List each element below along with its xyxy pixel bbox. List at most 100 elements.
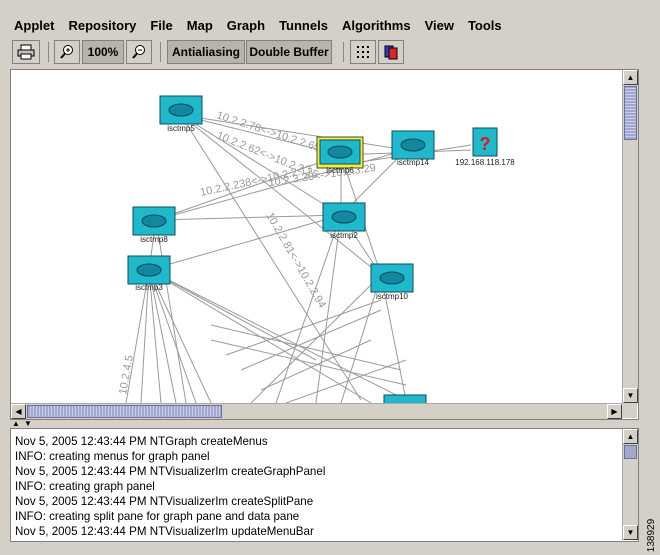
- menu-file[interactable]: File: [150, 17, 173, 33]
- svg-text:isctmp10: isctmp10: [376, 292, 409, 301]
- graph-edge[interactable]: [340, 274, 382, 403]
- zoom-in-button[interactable]: [54, 40, 80, 64]
- svg-text:isctmp6: isctmp6: [326, 166, 354, 175]
- graph-edge[interactable]: [180, 114, 342, 216]
- graph-edge[interactable]: [315, 214, 342, 403]
- menu-applet[interactable]: Applet: [14, 17, 55, 33]
- graph-edge[interactable]: [148, 269, 162, 403]
- log-line: INFO: creating menus for graph panel: [15, 450, 210, 463]
- zoom-out-icon: [132, 45, 145, 59]
- graph-edge[interactable]: [148, 214, 342, 271]
- graph-edge[interactable]: [148, 269, 407, 401]
- router-node-isctmp8[interactable]: isctmp8: [132, 206, 176, 244]
- menu-bar: Applet Repository File Map Graph Tunnels…: [0, 14, 640, 36]
- graph-edge[interactable]: [240, 309, 382, 371]
- edge-label: 10.2.4.5: [117, 354, 136, 395]
- svg-text:isctmp2: isctmp2: [330, 231, 358, 240]
- edge-label: 10.2.2.78<->10.2.2.65: [215, 109, 322, 154]
- router-node-isctmp14[interactable]: isctmp14: [391, 130, 435, 167]
- log-line: Nov 5, 2005 12:43:44 PM NTVisualizerIm c…: [15, 465, 326, 478]
- scroll-up-button[interactable]: ▲: [623, 70, 638, 85]
- log-pane[interactable]: Nov 5, 2005 12:43:44 PM NTGraph createMe…: [10, 428, 639, 542]
- scroll-down-button[interactable]: ▼: [623, 388, 638, 403]
- network-graph[interactable]: 10.2.2.78<->10.2.2.65 10.2.2.62<->10.2.2…: [11, 70, 622, 403]
- log-line: INFO: creating graph panel: [15, 480, 155, 493]
- antialiasing-toggle[interactable]: Antialiasing: [167, 40, 245, 64]
- graph-edge[interactable]: [155, 154, 342, 221]
- graph-vertical-scrollbar[interactable]: ▲ ▼: [622, 70, 638, 403]
- menu-tunnels[interactable]: Tunnels: [279, 17, 328, 33]
- scroll-thumb[interactable]: [624, 445, 637, 459]
- double-buffer-toggle[interactable]: Double Buffer: [246, 40, 332, 64]
- graph-edge[interactable]: [148, 269, 317, 361]
- zoom-level-button[interactable]: 100%: [82, 40, 124, 64]
- grid-button[interactable]: [350, 40, 376, 64]
- scroll-right-button[interactable]: ▶: [607, 404, 622, 419]
- router-disc-icon: [400, 138, 426, 152]
- router-node-isctmp3[interactable]: isctmp3: [127, 255, 171, 292]
- scroll-up-button[interactable]: ▲: [623, 429, 638, 444]
- graph-pane[interactable]: 10.2.2.78<->10.2.2.65 10.2.2.62<->10.2.2…: [10, 69, 639, 420]
- scroll-down-button[interactable]: ▼: [623, 525, 638, 540]
- question-mark-icon: ?: [480, 134, 491, 154]
- menu-graph[interactable]: Graph: [226, 17, 266, 33]
- graph-edge[interactable]: [148, 269, 197, 403]
- graph-edge[interactable]: [148, 269, 177, 403]
- zoom-in-icon: [60, 45, 73, 59]
- graph-edge[interactable]: [275, 214, 342, 403]
- router-node-isctmp2[interactable]: isctmp2: [322, 202, 366, 240]
- svg-text:192.168.118.178: 192.168.118.178: [455, 158, 515, 167]
- log-vertical-scrollbar[interactable]: ▲ ▼: [622, 429, 638, 540]
- collapse-up-icon[interactable]: ▲: [12, 419, 20, 428]
- graph-edge[interactable]: [180, 114, 342, 156]
- scroll-left-button[interactable]: ◀: [11, 404, 26, 419]
- router-disc-icon: [327, 145, 353, 159]
- graph-edge[interactable]: [125, 269, 150, 403]
- print-button[interactable]: [12, 40, 40, 64]
- graph-edge[interactable]: [148, 269, 212, 403]
- graph-edge[interactable]: [210, 324, 402, 371]
- scroll-thumb[interactable]: [27, 405, 222, 418]
- graph-edge[interactable]: [180, 114, 382, 276]
- unknown-device-node[interactable]: ? 192.168.118.178: [455, 127, 515, 167]
- log-text: Nov 5, 2005 12:43:44 PM NTGraph createMe…: [15, 434, 615, 539]
- toolbar-separator: [48, 42, 49, 62]
- svg-text:isctmp5: isctmp5: [167, 124, 195, 133]
- toolbar-separator: [160, 42, 161, 62]
- grid-dots-icon: [357, 46, 369, 58]
- graph-edge[interactable]: [180, 114, 407, 151]
- router-disc-icon: [136, 263, 162, 277]
- zoom-out-button[interactable]: [126, 40, 152, 64]
- router-node-isctmp5[interactable]: isctmp5: [159, 95, 203, 133]
- log-line: Nov 5, 2005 12:43:44 PM NTVisualizerIm u…: [15, 525, 314, 538]
- graph-edge[interactable]: [225, 299, 382, 356]
- svg-text:isctmp3: isctmp3: [135, 283, 163, 292]
- router-disc-icon: [168, 103, 194, 117]
- split-pane-divider[interactable]: ▲ ▼: [10, 418, 637, 428]
- graph-edges: [125, 114, 472, 403]
- graph-edge[interactable]: [140, 269, 150, 403]
- menu-repository[interactable]: Repository: [68, 17, 137, 33]
- graph-edge[interactable]: [285, 359, 407, 403]
- graph-edge[interactable]: [180, 114, 362, 401]
- router-icon: [159, 95, 203, 125]
- menu-tools[interactable]: Tools: [467, 17, 502, 33]
- windows-button[interactable]: [378, 40, 404, 64]
- graph-edge[interactable]: [260, 339, 372, 391]
- menu-map[interactable]: Map: [186, 17, 213, 33]
- collapse-down-icon[interactable]: ▼: [24, 419, 32, 428]
- scroll-thumb[interactable]: [624, 86, 637, 140]
- router-node-isctmp6[interactable]: isctmp6: [316, 136, 364, 175]
- router-node-isctmp10[interactable]: isctmp10: [370, 263, 414, 301]
- graph-edge[interactable]: [155, 219, 187, 403]
- log-line: INFO: creating split pane for graph pane…: [15, 510, 300, 523]
- menu-view[interactable]: View: [424, 17, 454, 33]
- router-node-partial[interactable]: [383, 394, 427, 403]
- graph-edge[interactable]: [380, 274, 407, 401]
- graph-edge[interactable]: [155, 214, 342, 221]
- unknown-device-icon: [472, 127, 498, 157]
- graph-horizontal-scrollbar[interactable]: ◀ ▶: [11, 403, 622, 419]
- graph-edge[interactable]: [210, 339, 407, 386]
- menu-algorithms[interactable]: Algorithms: [341, 17, 411, 33]
- graph-edge[interactable]: [250, 274, 382, 403]
